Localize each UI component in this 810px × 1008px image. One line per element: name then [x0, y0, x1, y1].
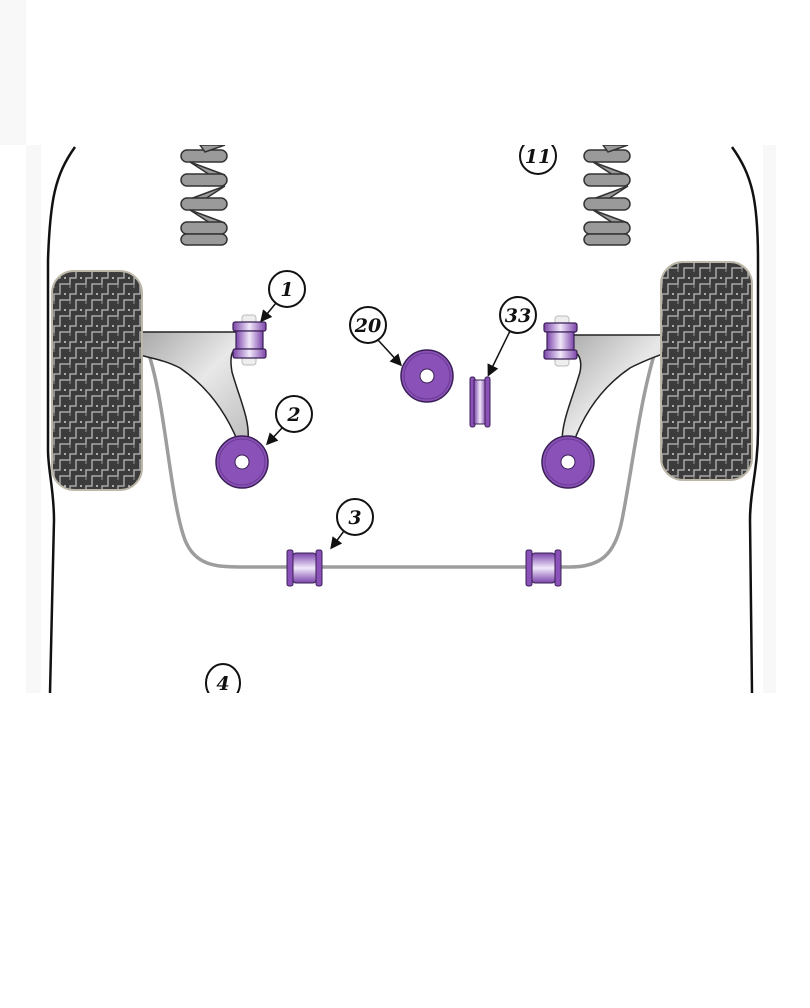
callout-1-label: 1 — [280, 279, 293, 301]
callout-2: 2 — [265, 395, 313, 446]
bush-2-right — [541, 435, 595, 489]
callout-4-label: 4 — [216, 673, 229, 693]
callout-33-label: 33 — [505, 305, 531, 327]
callout-2-label: 2 — [286, 404, 300, 426]
right-lower-arm — [561, 334, 669, 445]
suspension-diagram: 1 2 3 4 11 20 33 — [41, 145, 763, 693]
right-wheel — [660, 261, 753, 481]
callout-4: 4 — [205, 663, 241, 693]
bush-33 — [469, 376, 491, 428]
callout-20: 20 — [349, 306, 403, 367]
anti-roll-bar — [146, 351, 657, 569]
diagram-svg: 1 2 3 4 11 20 33 — [46, 145, 760, 693]
callout-3: 3 — [330, 498, 374, 550]
bush-3-right — [525, 549, 562, 587]
bush-3-left — [286, 549, 323, 587]
bush-1-left — [232, 314, 267, 366]
left-spring — [180, 145, 228, 246]
body-outline-right — [730, 146, 760, 693]
bush-2-left — [215, 435, 269, 489]
callout-3-label: 3 — [348, 507, 361, 529]
callout-1: 1 — [260, 270, 306, 323]
body-outline-left — [46, 146, 77, 693]
bush-1-right — [543, 315, 578, 367]
background-strip — [0, 0, 26, 145]
callout-11-label: 11 — [525, 146, 551, 168]
bush-20 — [400, 349, 454, 403]
right-spring — [583, 145, 631, 246]
callout-20-label: 20 — [354, 315, 381, 337]
callout-33: 33 — [487, 296, 537, 377]
callout-11: 11 — [519, 145, 557, 175]
left-wheel — [51, 270, 143, 491]
